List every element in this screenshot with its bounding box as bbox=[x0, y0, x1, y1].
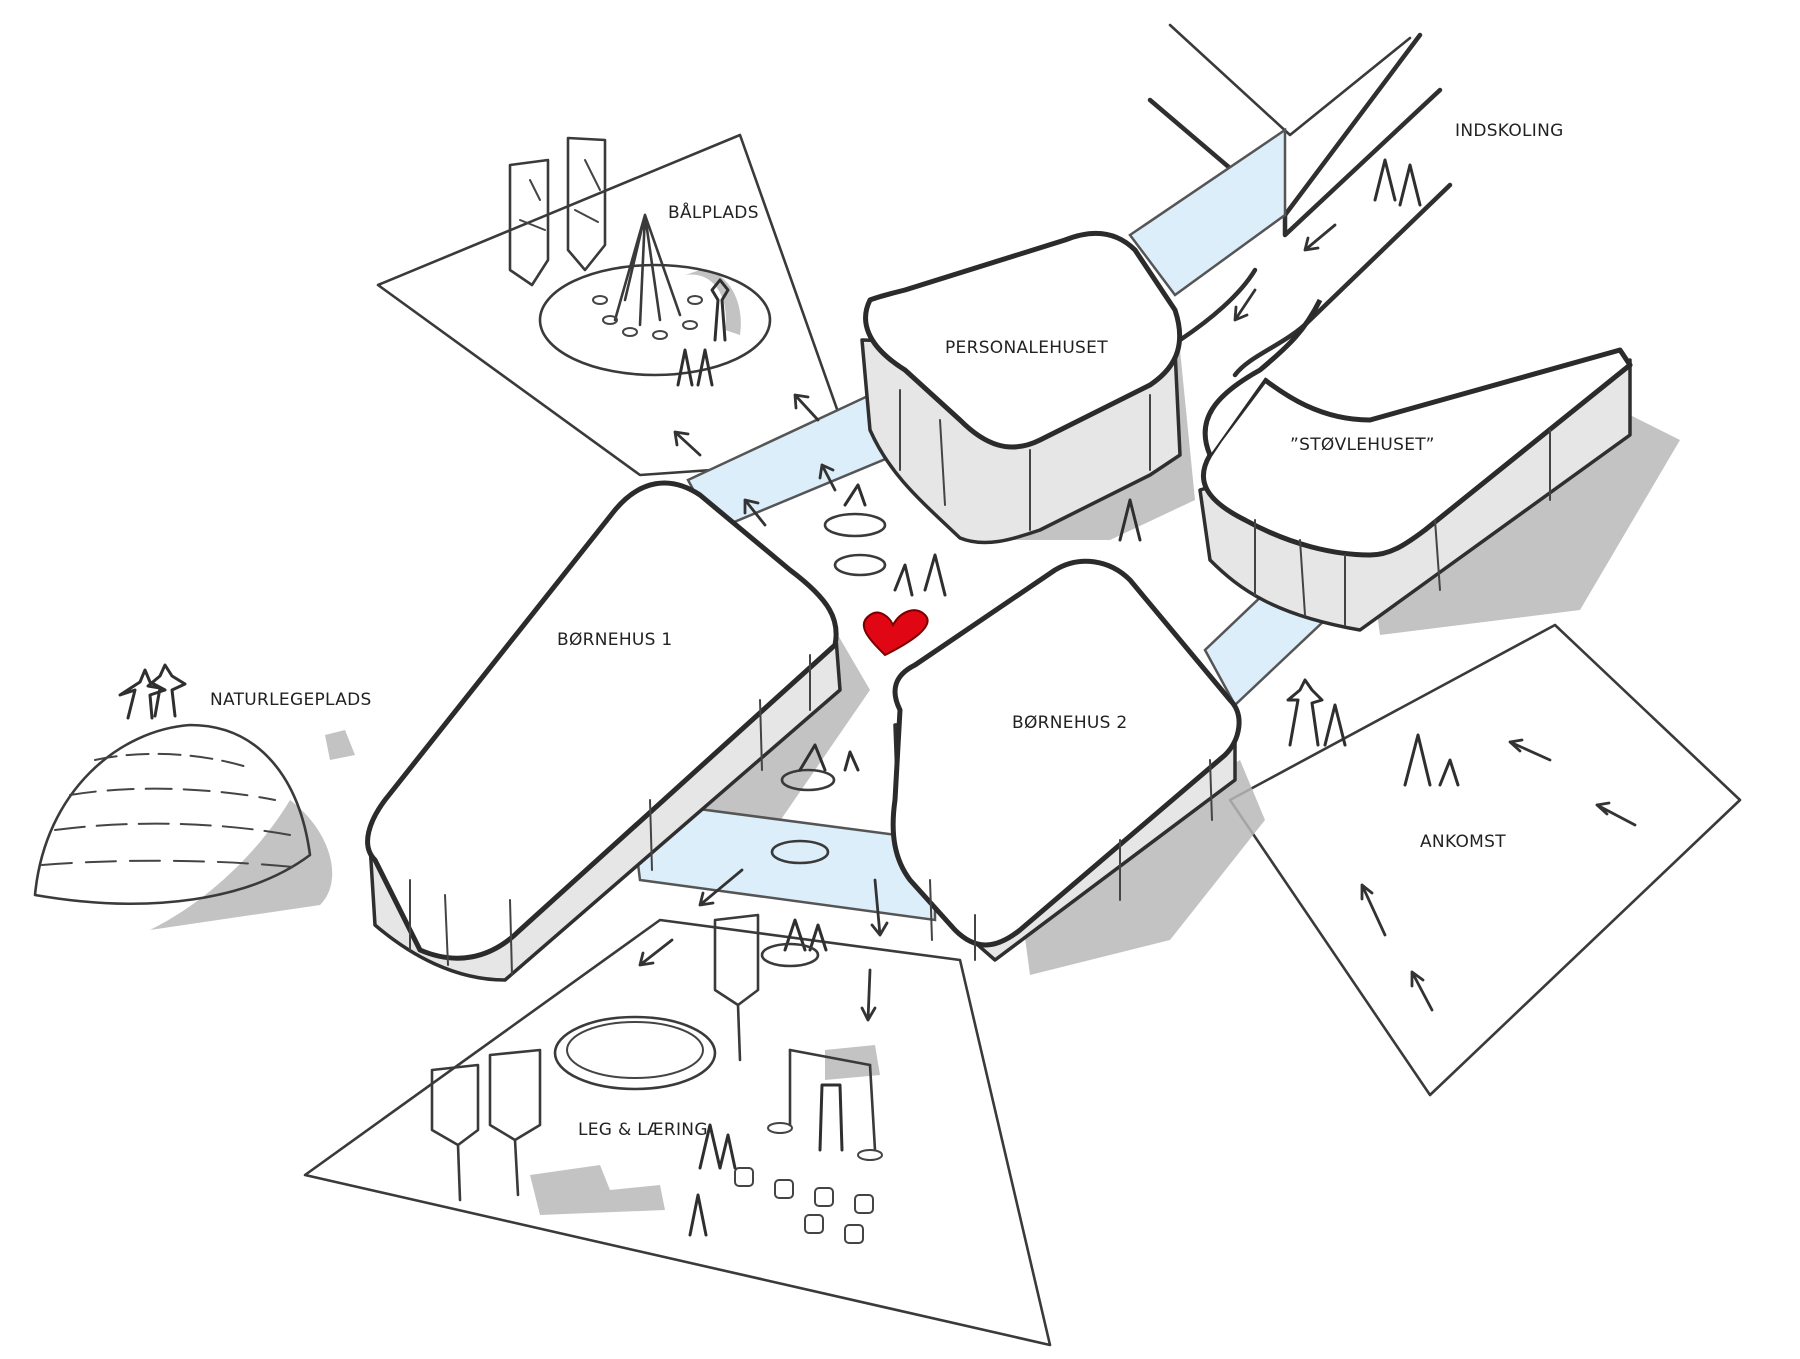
tree-icon bbox=[566, 136, 607, 272]
person-icon bbox=[783, 918, 828, 952]
table-icon bbox=[823, 483, 887, 538]
person-icon bbox=[710, 278, 730, 342]
heart-icon bbox=[862, 609, 929, 657]
table-icon bbox=[770, 839, 830, 865]
person-icon bbox=[1373, 158, 1422, 207]
person-icon bbox=[1403, 733, 1432, 787]
person-icon bbox=[688, 1193, 708, 1237]
label-bornehus2: BØRNEHUS 2 bbox=[1012, 713, 1128, 733]
naturlegeplads-hill bbox=[33, 663, 312, 905]
swing-icon bbox=[767, 1048, 883, 1161]
arrow-icon bbox=[1303, 223, 1337, 252]
label-stovlehuset: ”STØVLEHUSET” bbox=[1290, 435, 1435, 455]
building-personalehuset bbox=[860, 230, 1183, 545]
person-icon bbox=[1286, 678, 1324, 747]
label-baalplads: BÅLPLADS bbox=[668, 201, 759, 223]
person-icon bbox=[676, 348, 714, 387]
bridge-personale-indskoling bbox=[1128, 127, 1287, 297]
arrow-icon bbox=[860, 968, 877, 1022]
arrow-icon bbox=[793, 393, 820, 422]
person-icon bbox=[146, 663, 187, 718]
label-ankomst: ANKOMST bbox=[1420, 832, 1506, 852]
building-stovlehuset bbox=[1198, 298, 1633, 632]
stump-icon bbox=[854, 1194, 874, 1214]
leg-laering-plane bbox=[303, 918, 1052, 1347]
table-icon bbox=[833, 553, 887, 577]
central-courtyard bbox=[770, 483, 1142, 865]
ankomst-people bbox=[1286, 158, 1460, 787]
arrow-icon bbox=[673, 430, 702, 457]
label-personalehuset: PERSONALEHUSET bbox=[945, 338, 1108, 358]
person-icon bbox=[893, 553, 947, 597]
stump-icon bbox=[814, 1187, 834, 1207]
tree-icon bbox=[488, 1048, 542, 1197]
arrow-icon bbox=[743, 498, 767, 527]
stump-icon bbox=[804, 1214, 824, 1234]
person-icon bbox=[118, 668, 167, 720]
labels: INDSKOLING BÅLPLADS PERSONALEHUSET ”STØV… bbox=[210, 121, 1564, 1140]
label-indskoling: INDSKOLING bbox=[1455, 121, 1564, 141]
tree-icon bbox=[713, 913, 760, 1062]
stump-icon bbox=[774, 1179, 794, 1199]
label-leg-laering: LEG & LÆRING bbox=[578, 1120, 708, 1140]
arrow-icon bbox=[1360, 883, 1387, 937]
movement-arrows bbox=[638, 223, 1637, 1022]
stump-icon bbox=[734, 1167, 754, 1187]
leg-laering-area bbox=[430, 913, 883, 1244]
arrow-icon bbox=[698, 868, 744, 907]
building-bornehus2 bbox=[890, 558, 1242, 962]
ankomst-plane bbox=[1228, 623, 1742, 1097]
sandbox-icon bbox=[553, 1015, 717, 1091]
label-bornehus1: BØRNEHUS 1 bbox=[557, 630, 673, 650]
table-icon bbox=[760, 942, 820, 968]
baalplads-area bbox=[508, 136, 772, 387]
baalplads-plane bbox=[376, 133, 857, 477]
person-icon bbox=[1438, 758, 1460, 787]
arrow-icon bbox=[818, 463, 837, 492]
arrow-icon bbox=[1508, 738, 1552, 762]
tree-icon bbox=[508, 158, 550, 287]
person-icon bbox=[1323, 703, 1347, 747]
arrow-icon bbox=[1233, 288, 1257, 322]
stump-icon bbox=[844, 1224, 864, 1244]
arrow-icon bbox=[870, 878, 889, 937]
person-icon bbox=[698, 1123, 737, 1170]
table-icon bbox=[780, 743, 860, 792]
label-naturlegeplads: NATURLEGEPLADS bbox=[210, 690, 372, 710]
arrow-icon bbox=[1595, 801, 1637, 827]
tree-icon bbox=[430, 1063, 480, 1202]
arrow-icon bbox=[638, 938, 674, 967]
arrow-icon bbox=[1410, 970, 1434, 1012]
building-bornehus1 bbox=[365, 480, 842, 982]
bonfire-icon bbox=[592, 213, 703, 340]
person-icon bbox=[1118, 498, 1142, 542]
